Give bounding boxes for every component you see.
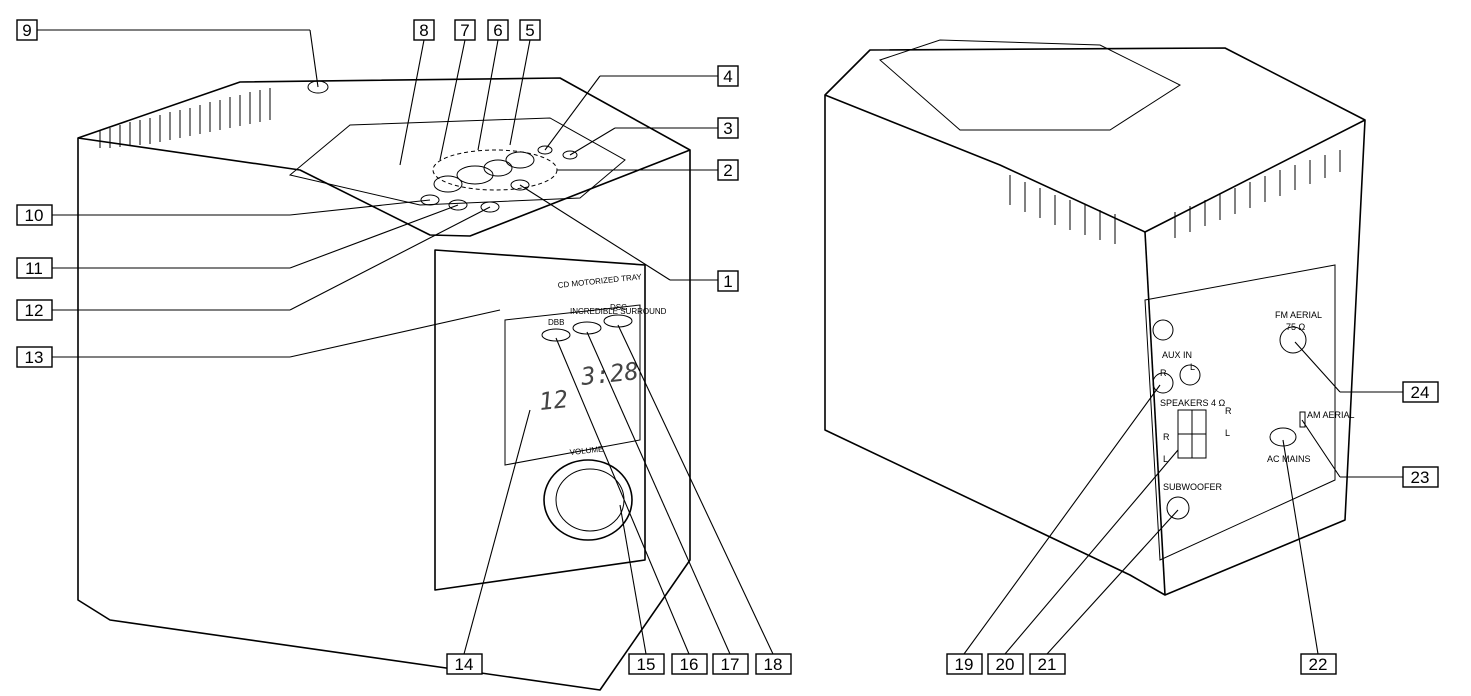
callout-17: 17 [712, 653, 749, 675]
callout-6: 6 [487, 19, 509, 41]
callout-label: 17 [721, 655, 740, 674]
callout-label: 2 [723, 161, 732, 180]
callout-label: 10 [25, 206, 44, 225]
callout-24: 24 [1402, 381, 1439, 403]
display-time: 3:28 [579, 357, 640, 391]
leader-lines [37, 29, 1403, 655]
callout-label: 14 [455, 655, 474, 674]
rear-unit: FM AERIAL 75 Ω AUX IN R L SPEAKERS 4 Ω R… [824, 39, 1366, 596]
callout-1: 1 [717, 270, 739, 292]
callout-18: 18 [755, 653, 792, 675]
subwoofer-socket[interactable] [1166, 496, 1190, 520]
callout-8: 8 [413, 19, 435, 41]
callout-label: 1 [723, 272, 732, 291]
callout-22: 22 [1300, 653, 1337, 675]
callout-label: 3 [723, 119, 732, 138]
callout-21: 21 [1029, 653, 1066, 675]
callout-label: 8 [419, 21, 428, 40]
dbb-button[interactable] [541, 328, 571, 342]
callout-label: 13 [25, 348, 44, 367]
callout-label: 22 [1309, 655, 1328, 674]
play-button-icon [456, 165, 494, 185]
callout-14: 14 [446, 653, 483, 675]
callout-label: 5 [525, 21, 534, 40]
am-aerial-label: AM AERIAL [1307, 410, 1355, 420]
callout-4: 4 [717, 65, 739, 87]
callout-label: 18 [764, 655, 783, 674]
callout-label: 21 [1038, 655, 1057, 674]
callout-12: 12 [16, 299, 53, 321]
callout-label: 20 [996, 655, 1015, 674]
callout-20: 20 [987, 653, 1024, 675]
volume-label: VOLUME [569, 445, 604, 457]
display-track: 12 [538, 385, 570, 416]
callout-label: 16 [680, 655, 699, 674]
aux-in-l-socket[interactable] [1179, 364, 1201, 386]
callout-16: 16 [671, 653, 708, 675]
callout-label: 9 [22, 21, 31, 40]
aux-l-label: L [1190, 362, 1195, 372]
tuner-button-icon [505, 151, 535, 169]
callout-label: 6 [493, 21, 502, 40]
volume-knob[interactable] [543, 459, 633, 541]
spk-l-left: L [1163, 454, 1168, 464]
callout-13: 13 [16, 346, 53, 368]
callout-label: 4 [723, 67, 732, 86]
dsc-label: DSC [610, 303, 627, 312]
callout-label: 19 [955, 655, 974, 674]
callout-label: 24 [1411, 383, 1430, 402]
surround-label: INCREDIBLE SURROUND [570, 307, 667, 316]
callout-label: 15 [637, 655, 656, 674]
callout-label: 7 [460, 21, 469, 40]
spk-r-right: R [1225, 406, 1232, 416]
callout-3: 3 [717, 117, 739, 139]
callout-label: 23 [1411, 468, 1430, 487]
ac-mains-socket[interactable] [1269, 427, 1297, 447]
spk-l-right: L [1225, 428, 1230, 438]
callout-7: 7 [454, 19, 476, 41]
dbb-label: DBB [548, 318, 564, 327]
callout-label: 11 [25, 259, 43, 278]
ac-mains-label: AC MAINS [1267, 454, 1311, 464]
callout-23: 23 [1402, 466, 1439, 488]
fm-ohm-label: 75 Ω [1286, 322, 1306, 332]
callout-label: 12 [25, 301, 44, 320]
rear-vents [1009, 150, 1341, 244]
fm-aerial-label: FM AERIAL [1275, 310, 1322, 320]
callout-19: 19 [946, 653, 983, 675]
callout-15: 15 [628, 653, 665, 675]
aux-in-label: AUX IN [1162, 350, 1192, 360]
top-vents [99, 88, 271, 148]
tray-label: CD MOTORIZED TRAY [557, 272, 643, 290]
callout-5: 5 [519, 19, 541, 41]
stop-button-icon [483, 159, 513, 177]
surround-button[interactable] [572, 321, 602, 335]
aux-in-r-socket[interactable] [1152, 372, 1174, 394]
spk-r-left: R [1163, 432, 1170, 442]
subwoofer-label: SUBWOOFER [1163, 482, 1223, 492]
callout-10: 10 [16, 204, 53, 226]
power-button-icon [307, 80, 329, 94]
dsc-button[interactable] [603, 314, 633, 328]
callout-9: 9 [16, 19, 38, 41]
callout-11: 11 [16, 257, 53, 279]
speakers-label: SPEAKERS 4 Ω [1160, 398, 1226, 408]
fm-aerial-socket[interactable] [1279, 326, 1307, 354]
callout-2: 2 [717, 159, 739, 181]
